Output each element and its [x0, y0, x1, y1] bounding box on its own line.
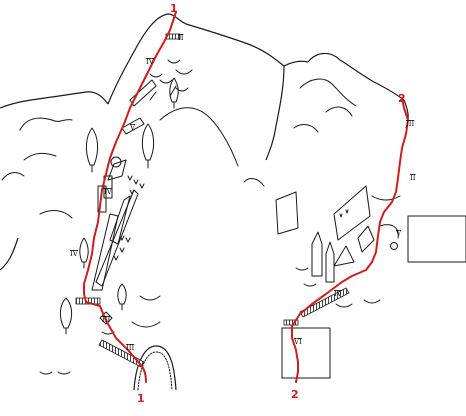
tree-icon — [170, 78, 178, 108]
station-label: III — [102, 316, 111, 324]
station-label: II — [178, 34, 184, 42]
right-route-start-label: 2 — [398, 92, 406, 105]
station-label: V — [395, 230, 402, 238]
arch-bridge — [134, 346, 176, 390]
station-label: II — [410, 174, 416, 182]
right-mountain-outline — [244, 53, 408, 186]
tree-icon — [80, 238, 88, 268]
right-buildings — [276, 186, 466, 378]
left-terrain-marks — [40, 60, 192, 374]
station-label: IV — [334, 290, 343, 298]
station-label: V — [129, 124, 136, 132]
tree-icon — [142, 124, 153, 168]
right-route-path — [292, 98, 408, 382]
tree-icon — [118, 284, 126, 310]
station-label: VI — [293, 338, 302, 346]
station-label: III — [126, 344, 135, 352]
station-label: IV — [146, 58, 155, 66]
tree-icon — [60, 298, 71, 334]
right-route-end-label: 2 — [291, 388, 299, 401]
left-route-start-label: 1 — [170, 2, 178, 15]
station-label: III — [406, 120, 415, 128]
left-route-end-label: 1 — [137, 392, 145, 405]
station-label: IV — [104, 188, 113, 196]
station-label: IV — [70, 250, 79, 258]
tree-icon — [86, 128, 97, 172]
